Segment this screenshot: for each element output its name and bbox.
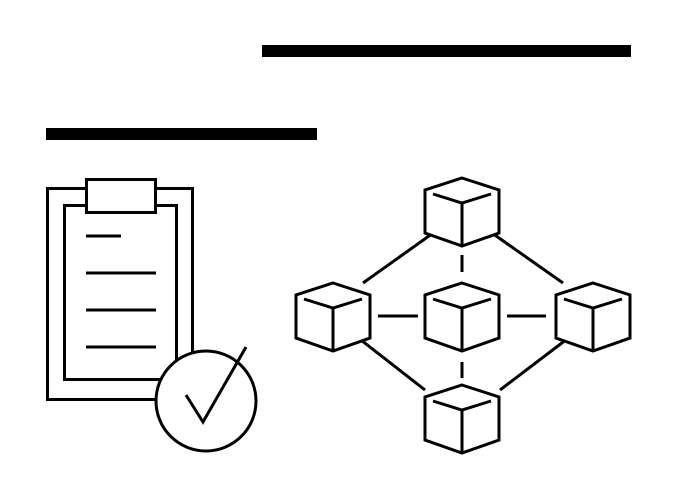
checkmark-icon <box>184 346 248 425</box>
network-link <box>351 331 426 392</box>
clipboard-clip <box>85 178 157 214</box>
checkmark-circle-icon <box>154 346 258 453</box>
network-link <box>499 331 576 392</box>
clipboard-icon <box>46 178 194 401</box>
title-placeholder-bar <box>262 45 631 57</box>
subtitle-placeholder-bar <box>46 128 317 140</box>
blockchain-network-icon <box>294 176 632 455</box>
